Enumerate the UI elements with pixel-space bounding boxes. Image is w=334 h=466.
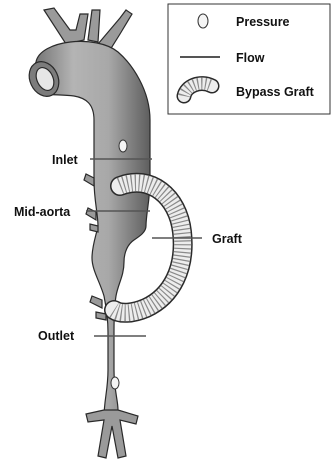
neck-branch-left (44, 8, 88, 44)
legend-bypass-graft-label: Bypass Graft (236, 85, 315, 99)
neck-branch-middle (88, 10, 100, 42)
aorta-vessel (24, 8, 150, 458)
side-branch-3 (90, 224, 98, 232)
iliac-bifurcation (86, 410, 138, 458)
inlet-label: Inlet (52, 153, 79, 167)
legend: Pressure Flow Bypass Graft (168, 4, 330, 114)
side-branch-5 (96, 312, 106, 320)
pressure-marker-inlet (119, 140, 127, 152)
pressure-marker-outlet (111, 377, 119, 389)
graft-label: Graft (212, 232, 243, 246)
pressure-marker-icon (198, 14, 208, 28)
side-branch-2 (86, 208, 96, 220)
mid-aorta-label: Mid-aorta (14, 205, 71, 219)
outlet-label: Outlet (38, 329, 75, 343)
side-branch-4 (90, 296, 102, 308)
legend-flow-label: Flow (236, 51, 265, 65)
side-branch-1 (84, 174, 94, 186)
legend-pressure-label: Pressure (236, 15, 290, 29)
